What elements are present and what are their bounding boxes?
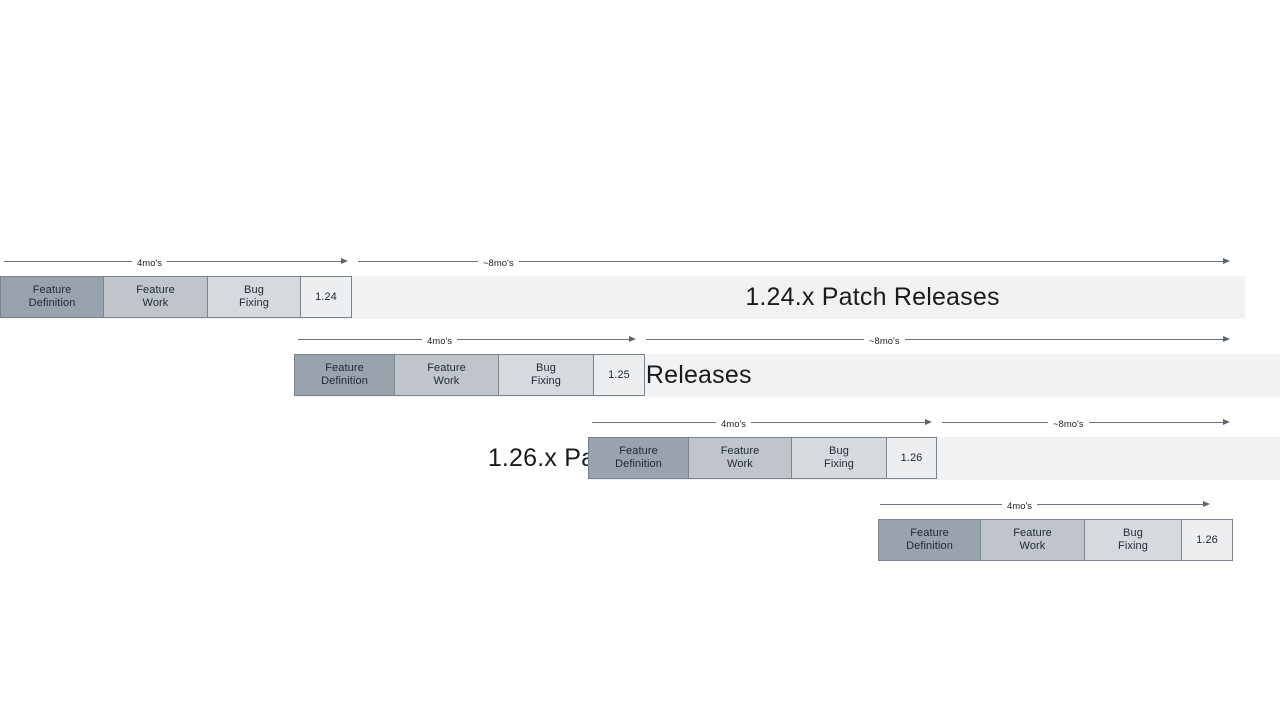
- arrowhead-icon: [1223, 336, 1230, 342]
- version-badge: 1.25: [594, 355, 644, 395]
- dev-duration-measure-1-24: 4mo's: [4, 250, 348, 272]
- phase-blocks-next: Feature Definition Feature Work Bug Fixi…: [878, 519, 1233, 561]
- phase-feature-definition: Feature Definition: [295, 355, 395, 395]
- phase-bug-fixing: Bug Fixing: [792, 438, 887, 478]
- phase-blocks-1-24: Feature Definition Feature Work Bug Fixi…: [0, 276, 352, 318]
- dev-duration-measure-next: 4mo's: [880, 493, 1210, 515]
- phase-feature-definition: Feature Definition: [1, 277, 104, 317]
- phase-feature-definition: Feature Definition: [879, 520, 981, 560]
- patch-releases-label: 1.24.x Patch Releases: [745, 283, 1000, 311]
- arrowhead-icon: [629, 336, 636, 342]
- phase-feature-work: Feature Work: [104, 277, 208, 317]
- arrowhead-icon: [341, 258, 348, 264]
- phase-bug-fixing: Bug Fixing: [208, 277, 301, 317]
- dev-duration-measure-1-25: 4mo's: [298, 328, 636, 350]
- dev-duration-label: 4mo's: [1007, 501, 1033, 513]
- phase-feature-work: Feature Work: [981, 520, 1085, 560]
- phase-bug-fixing: Bug Fixing: [499, 355, 594, 395]
- dev-duration-measure-1-26: 4mo's: [592, 411, 932, 433]
- patch-duration-measure-1-25: ~8mo's: [646, 328, 1230, 350]
- arrowhead-icon: [1223, 258, 1230, 264]
- patch-duration-label: ~8mo's: [869, 336, 900, 348]
- arrowhead-icon: [1223, 419, 1230, 425]
- arrowhead-icon: [1203, 501, 1210, 507]
- dev-duration-label: 4mo's: [427, 336, 453, 348]
- patch-duration-measure-1-24: ~8mo's: [358, 250, 1230, 272]
- phase-bug-fixing: Bug Fixing: [1085, 520, 1182, 560]
- dev-duration-label: 4mo's: [137, 258, 163, 270]
- patch-duration-label: ~8mo's: [483, 258, 514, 270]
- phase-feature-work: Feature Work: [689, 438, 792, 478]
- patch-duration-measure-1-26: ~8mo's: [942, 411, 1230, 433]
- version-badge: 1.24: [301, 277, 351, 317]
- phase-blocks-1-26: Feature Definition Feature Work Bug Fixi…: [588, 437, 937, 479]
- arrowhead-icon: [925, 419, 932, 425]
- phase-blocks-1-25: Feature Definition Feature Work Bug Fixi…: [294, 354, 645, 396]
- version-badge: 1.26: [1182, 520, 1232, 560]
- version-badge: 1.26: [887, 438, 936, 478]
- patch-duration-label: ~8mo's: [1053, 419, 1084, 431]
- dev-duration-label: 4mo's: [721, 419, 747, 431]
- phase-feature-definition: Feature Definition: [589, 438, 689, 478]
- phase-feature-work: Feature Work: [395, 355, 499, 395]
